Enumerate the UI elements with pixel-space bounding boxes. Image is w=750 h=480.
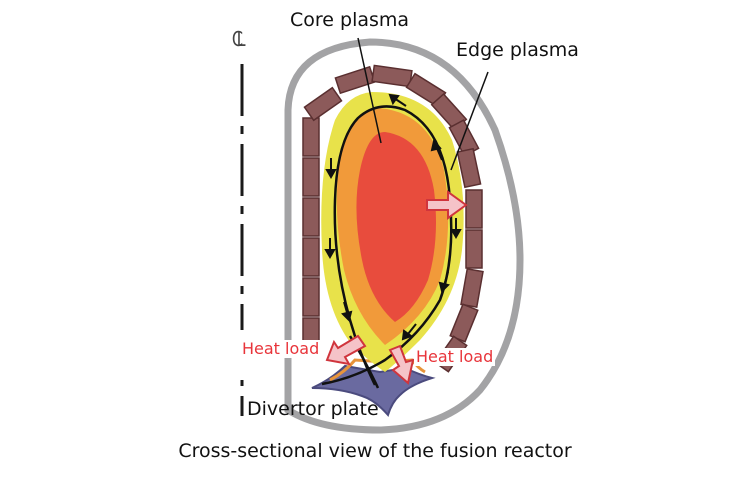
heat-load-arrow-upper (426, 190, 468, 220)
divertor-plate-label: Divertor plate (247, 398, 379, 420)
heat-load-arrow-left (325, 334, 367, 366)
heat-load-arrow-right (388, 344, 415, 385)
flow-arrow-right-2 (438, 271, 450, 293)
edge-plasma-label: Edge plasma (456, 39, 579, 61)
flow-arrow-left-2 (324, 238, 336, 260)
edge-plasma-leader (450, 71, 489, 171)
core-plasma-inner (356, 132, 436, 322)
heat-load-label-left: Heat load (240, 339, 322, 358)
flow-arrow-left-1 (325, 158, 337, 180)
blanket-wall (302, 64, 484, 373)
centerline-symbol: CL (231, 27, 246, 51)
flow-arrow-top (388, 93, 407, 107)
flow-arrow-upper-right (430, 138, 443, 161)
flow-arrow-right-1 (450, 218, 462, 240)
heat-load-label-right: Heat load (414, 347, 496, 366)
flow-arrow-left-3 (341, 301, 353, 322)
separatrix-line (321, 105, 453, 386)
flow-arrow-lower-right (401, 323, 417, 341)
core-plasma-leader (357, 37, 382, 144)
flow-arrows (324, 93, 462, 341)
vacuum-vessel (284, 38, 524, 434)
core-plasma-label: Core plasma (290, 9, 410, 31)
diagram-caption: Cross-sectional view of the fusion react… (178, 440, 572, 462)
centerline-label: CL (231, 27, 246, 51)
